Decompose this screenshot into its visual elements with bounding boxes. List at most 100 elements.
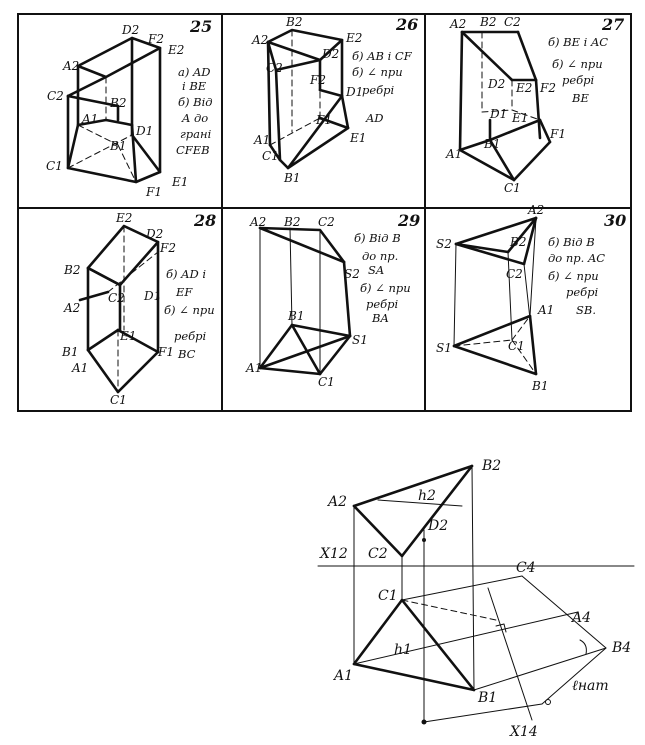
- point-label: A1: [445, 147, 462, 161]
- point-label: D2: [145, 227, 163, 241]
- point-label: C1: [378, 588, 398, 604]
- point-label: S2: [436, 237, 452, 251]
- grid-border: [17, 13, 632, 412]
- point-label: F2: [539, 81, 556, 95]
- task-line: і BE: [182, 79, 207, 93]
- cell-number: 29: [397, 211, 420, 230]
- task-line: б) ∠ при: [548, 269, 599, 283]
- task-line: BC: [177, 347, 196, 361]
- point-label: C2: [318, 215, 335, 229]
- point-marker: [421, 719, 427, 725]
- point-label: D2: [427, 518, 448, 534]
- point-label: C4: [516, 560, 536, 576]
- point-label: F2: [159, 241, 176, 255]
- point-label: F1: [145, 185, 162, 199]
- point-label: B2: [509, 235, 526, 249]
- point-label: B1: [109, 139, 126, 153]
- point-label: B2: [481, 458, 501, 474]
- cell-27: 27 A2 B2 C2 D2 E2 F2: [445, 15, 624, 195]
- cell-25: 25 D2 F2 E2 A2 C2 B2 A1: [46, 17, 213, 199]
- cell-25-point-labels: D2 F2 E2 A2 C2 B2 A1 D1 B1 C1 F1 E1: [46, 23, 188, 199]
- task-line: б) AB і CF: [352, 49, 413, 63]
- point-label: D1: [345, 85, 363, 99]
- point-label: E1: [171, 175, 188, 189]
- task-line: ребрі: [362, 83, 395, 97]
- point-label: D1: [143, 289, 161, 303]
- task-line: ребрі: [366, 297, 399, 311]
- task-line: б) Від B: [354, 231, 401, 245]
- point-label: B1: [483, 137, 500, 151]
- point-label: B2: [479, 15, 496, 29]
- cell-30: 30 A2 S2 B2 C2 A1 S1: [436, 203, 626, 393]
- task-line: BA: [371, 311, 389, 325]
- bottom-construction: B2 A2 h2 D2 X12 C2 C4 C1 A4 B4 h1 A1 B1 …: [317, 458, 635, 740]
- task-line: а) AD: [178, 65, 211, 79]
- point-label: A1: [71, 361, 88, 375]
- point-label: B1: [61, 345, 78, 359]
- point-label: E2: [345, 31, 362, 45]
- point-label: C1: [110, 393, 127, 407]
- frontal-projection: [352, 464, 474, 558]
- point-label: E1: [511, 111, 528, 125]
- cell-28: 28 E2 D2 F2 B2 C2 A2 D1 E1: [61, 211, 216, 407]
- point-label: B2: [283, 215, 300, 229]
- point-label: A2: [527, 203, 544, 217]
- point-label: D1: [135, 124, 153, 138]
- point-label: A2: [251, 33, 268, 47]
- task-line: б) AD і: [166, 267, 206, 281]
- point-label: E2: [515, 81, 532, 95]
- point-label: A1: [81, 112, 98, 126]
- bottom-labels: B2 A2 h2 D2 X12 C2 C4 C1 A4 B4 h1 A1 B1 …: [319, 458, 631, 740]
- point-label: B1: [477, 690, 497, 706]
- task-line: SB.: [576, 303, 596, 317]
- task-line: AD: [365, 111, 384, 125]
- task-grid: [17, 13, 632, 412]
- point-label: C1: [508, 339, 525, 353]
- task-line: CFEB: [176, 143, 210, 157]
- point-label: S2: [344, 267, 360, 281]
- point-label: F2: [147, 32, 164, 46]
- right-angle-mark: [495, 623, 507, 633]
- point-label: A2: [449, 17, 466, 31]
- point-marker: [422, 538, 426, 542]
- point-label: D1: [489, 107, 507, 121]
- point-label: C2: [108, 291, 125, 305]
- task-line: BE: [571, 91, 589, 105]
- point-label: B2: [63, 263, 80, 277]
- point-label: A1: [253, 133, 270, 147]
- point-label: A2: [249, 215, 266, 229]
- point-label: E1: [349, 131, 366, 145]
- cell-number: 28: [193, 211, 216, 230]
- cell-number: 25: [189, 17, 212, 36]
- angle-arc-mark: [579, 639, 587, 655]
- point-label: E1: [119, 329, 136, 343]
- point-label: C2: [504, 15, 521, 29]
- point-label: B2: [109, 96, 126, 110]
- point-label: C1: [46, 159, 63, 173]
- task-line: до пр.: [362, 249, 398, 263]
- point-label: D2: [487, 77, 505, 91]
- point-label: D2: [321, 47, 339, 61]
- point-label: C2: [47, 89, 64, 103]
- point-label: S1: [352, 333, 368, 347]
- point-marker: [545, 699, 551, 705]
- point-label: C1: [504, 181, 521, 195]
- task-line: до пр. AC: [548, 251, 605, 265]
- point-label: A2: [62, 59, 79, 73]
- point-label: E2: [167, 43, 184, 57]
- task-line: б) ∠ при: [352, 65, 403, 79]
- point-label: S1: [436, 341, 452, 355]
- point-label: F1: [549, 127, 566, 141]
- point-label: A1: [537, 303, 554, 317]
- task-line: A до: [181, 111, 208, 125]
- point-label: C2: [266, 61, 283, 75]
- point-label: C1: [262, 149, 279, 163]
- cell-25-task-text: а) AD і BE б) Від A до грані CFEB: [176, 65, 213, 157]
- task-line: SA: [368, 263, 384, 277]
- point-label: B1: [287, 309, 304, 323]
- cell-29: 29 A2 B2 C2 S2 B1 S1 A1 C1: [245, 211, 420, 389]
- point-label: F2: [309, 73, 326, 87]
- point-label: D2: [121, 23, 139, 37]
- axis-label: X14: [509, 724, 538, 740]
